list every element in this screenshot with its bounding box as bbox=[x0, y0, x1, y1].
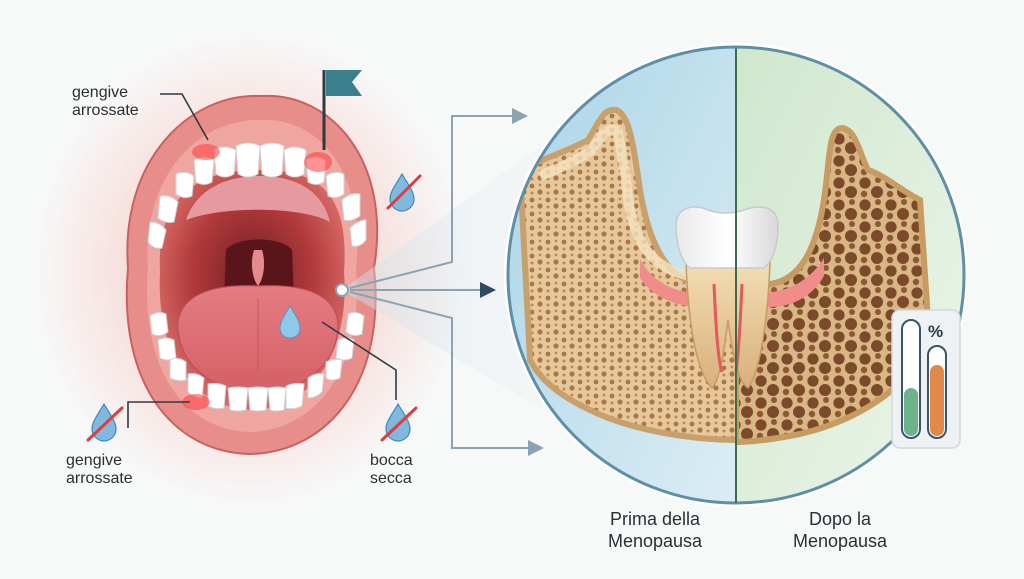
mouth bbox=[125, 94, 379, 456]
connector-arrows bbox=[349, 115, 528, 449]
label-dry-mouth: bocca secca bbox=[370, 452, 413, 487]
density-gauge bbox=[891, 309, 961, 449]
no-saliva-icon bbox=[380, 402, 418, 442]
gauge-after-fill bbox=[930, 365, 944, 436]
percent-symbol: % bbox=[928, 322, 944, 341]
caption-before: Prima della Menopausa bbox=[607, 509, 703, 551]
no-saliva-icon bbox=[386, 172, 422, 212]
zoom-origin bbox=[335, 283, 349, 297]
leader-lines bbox=[127, 93, 397, 428]
label-red-gums-top: gengive arrossate bbox=[72, 84, 139, 119]
zoom-cone bbox=[342, 132, 560, 420]
label-red-gums-bottom: gengive arrossate bbox=[66, 452, 133, 487]
flag-icon bbox=[322, 70, 362, 150]
no-saliva-icon bbox=[86, 402, 124, 442]
caption-after: Dopo la Menopausa bbox=[792, 509, 888, 551]
gauge-before-fill bbox=[904, 388, 918, 436]
